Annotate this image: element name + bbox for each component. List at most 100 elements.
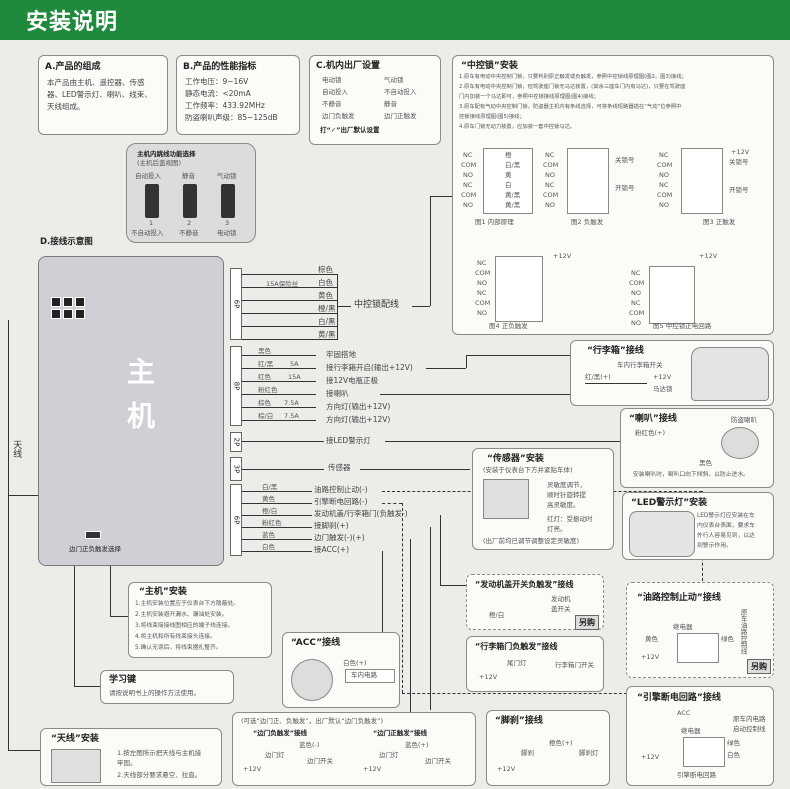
sensor-line-1: 灵敏度调节， (547, 481, 586, 489)
fig4-com: COM (475, 269, 491, 277)
learn-link (74, 686, 100, 687)
lock-link (430, 196, 431, 306)
central-lock-box: “中控锁”安装 1.原车有电动中央控制门锁，只要判别原正触发或负触发，参照中控锁… (452, 55, 774, 335)
trunk-door-line-1: 尾门灯 (507, 659, 527, 667)
horn-line-2: 粉红色(+) (635, 429, 666, 437)
antenna-install-image (51, 749, 101, 783)
antenna-install-box: “天线”安装 1.按左图所示把天线与主机接 牢固。 2.天线部分要求悬空、拉直。 (40, 728, 222, 786)
led-line-3: 外行人容易见到，以达 (697, 533, 755, 539)
trunk-title: “行李箱”接线 (587, 346, 644, 356)
lock-wire (242, 300, 337, 301)
trigger-wire-color-1: 白/黑 (262, 483, 278, 491)
brake-title: “脚刹”接线 (495, 716, 543, 726)
power-wire-color-5: 棕色 (258, 399, 271, 407)
power-label-2: 接行李箱开启(输出+12V) (326, 363, 413, 372)
antenna-lead (8, 495, 38, 496)
antenna-install-line-3: 2.天线部分要求悬空、拉直。 (117, 771, 202, 779)
fig5-no: NO (631, 289, 641, 297)
trigger-wire (242, 491, 312, 492)
trunk-line-3: +12V (653, 373, 672, 381)
acc-title: “ACC”接线 (291, 638, 341, 648)
lock-wire-color-4: 橙/黑 (318, 304, 336, 313)
central-lock-note-5: 控锁接线原理图(图5)接线； (459, 114, 525, 120)
section-a-box: A.产品的组成 本产品由主机、遥控器、传感 器、LED警示灯、喇叭、线束、 天线… (38, 55, 168, 135)
door-neg-switch: 边门开关 (307, 757, 333, 765)
jumper-subtitle: (主机后盖视图) (137, 159, 182, 167)
hood-tag: 另购 (575, 615, 599, 630)
oil-line-5: +12V (641, 653, 660, 661)
trunk-line-1: 车内行李箱开关 (617, 361, 663, 369)
door-neg-v12: +12V (243, 765, 262, 773)
brake-box: “脚刹”接线 脚刹 橙色(+) 脚刹灯 +12V (486, 710, 610, 786)
door-pos-wire: 蓝色(+) (405, 741, 429, 749)
ignition-image (291, 659, 333, 701)
horn-title: “喇叭”接线 (629, 414, 677, 424)
fig2-no-2: NO (545, 201, 555, 209)
section-b-line-1: 工作电压：9~16V (185, 77, 249, 86)
host-pin (75, 297, 85, 307)
led-title: “LED警示灯”安装 (631, 498, 708, 508)
oil-line-1: 原车油路控制线 (739, 609, 748, 655)
oil-line-2: 继电器 (673, 623, 693, 631)
engine-line-8: +12V (641, 753, 660, 761)
antenna-install-line-1: 1.按左图所示把天线与主机接 (117, 749, 202, 757)
sensor-subtitle: (安装于仪表台下方并紧贴车体) (483, 466, 573, 474)
engine-line-3: 启动控制线 (733, 725, 766, 733)
hood-line-3: 橙/白 (489, 611, 505, 619)
trigger-label-3: 发动机盖/行李箱门(负触发-) (314, 509, 408, 518)
trigger-switch[interactable] (85, 531, 101, 539)
host-pin (63, 297, 73, 307)
section-c-note: 打“✓”出厂默认设置 (320, 126, 380, 134)
trunk-door-title: “行李箱门负触发”接线 (475, 642, 558, 651)
oil-relay (677, 633, 719, 663)
acc-link (382, 551, 383, 641)
hood-line-2: 盖开关 (551, 605, 571, 613)
connector-label: 8P (232, 381, 241, 391)
fig4-no: NO (477, 279, 487, 287)
power-wire-color-2: 红/黑 (258, 360, 274, 368)
lock-wire-color-6: 黄/黑 (318, 330, 336, 339)
lock-wire (242, 274, 337, 275)
acc-box: “ACC”接线 白色(+) 车内电路 (282, 632, 400, 708)
section-b-line-4: 防盗喇叭声级：85~125dB (185, 113, 278, 122)
lock-wire-color-3: 黄色 (318, 291, 333, 300)
fig2-lock-off: 开锁号 (615, 184, 635, 192)
fig1-color-2: 白/黑 (505, 161, 521, 169)
trigger-wire-color-3: 橙/白 (262, 507, 278, 515)
section-c-box: C.机内出厂设置 电动锁 气动锁 自动投入 不自动投入 不静音 静音 边门负触发… (309, 55, 441, 145)
sensor-link (360, 469, 470, 470)
jumper-2[interactable] (183, 184, 197, 218)
trigger-wire-color-4: 粉红色 (262, 519, 282, 527)
section-b-line-3: 工作频率：433.92MHz (185, 101, 265, 110)
hood-title: “发动机盖开关负触发”接线 (475, 580, 574, 589)
section-a-line-2: 器、LED警示灯、喇叭、线束、 (47, 90, 152, 99)
fig3-v12: +12V (731, 148, 750, 156)
trigger-wire (242, 515, 312, 516)
engine-link (402, 503, 403, 693)
engine-box: “引擎断电回路”接线 ACC 原车内电路 启动控制线 继电器 绿色 白色 引擎断… (626, 686, 774, 786)
trigger-label-1: 油路控制止动(-) (314, 485, 368, 494)
lock-wire (242, 326, 337, 327)
fig3-no-2: NO (659, 201, 669, 209)
fig5-no-2: NO (631, 319, 641, 327)
door-pos-v12: +12V (363, 765, 382, 773)
lock-fuse-label: 15A保险丝 (266, 280, 299, 288)
host-switch-label: 边门正负触发选择 (69, 545, 121, 553)
antenna-label: 天线 (11, 440, 22, 458)
brake-line-2: 橙色(+) (549, 739, 573, 747)
jumper-3[interactable] (221, 184, 235, 218)
central-lock-note-3: 门内加装一个马达即可，参照中控锁接线原理图(图4)接线； (459, 94, 599, 100)
trigger-wire-color-5: 蓝色 (262, 531, 275, 539)
trigger-wire-color-2: 黄色 (262, 495, 275, 503)
fig3-nc: NC (659, 151, 669, 159)
trunk-link (426, 368, 466, 369)
jumper-1[interactable] (145, 184, 159, 218)
oil-title: “油路控制止动”接线 (637, 593, 721, 603)
section-c-item-3: 自动投入 (322, 88, 348, 96)
lock-wire (242, 287, 337, 288)
sensor-line-5: 灯亮。 (547, 525, 567, 533)
trigger-label-2: 引擎断电回路(-) (314, 497, 368, 506)
door-neg-lamp: 边门灯 (265, 751, 285, 759)
jumper-title: 主机内跳线功能选择 (137, 150, 196, 158)
brake-link (430, 527, 431, 710)
